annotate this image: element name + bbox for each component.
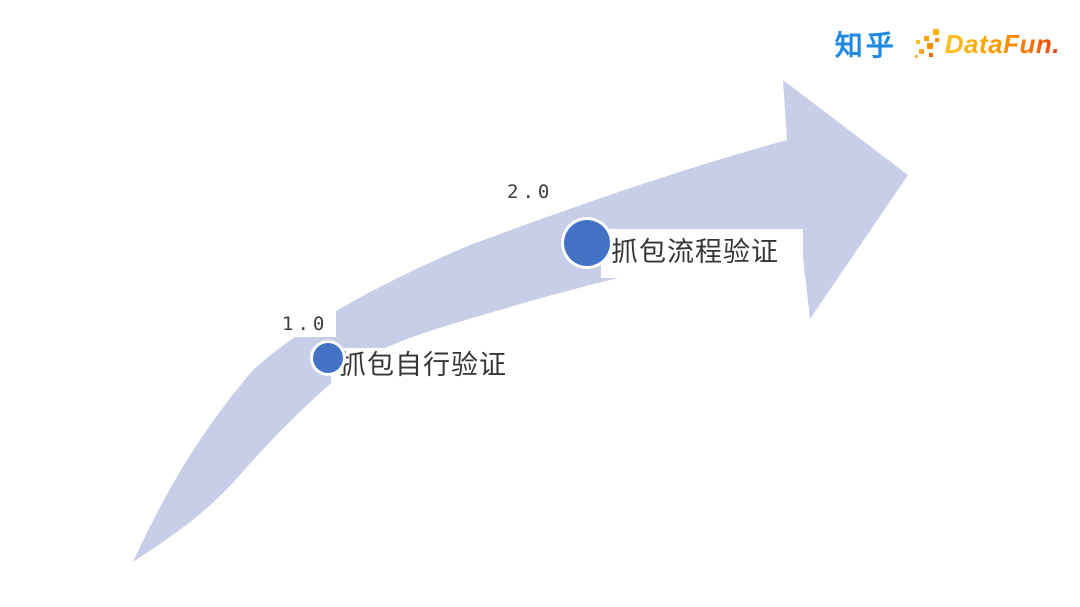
logo-bar: 知乎 DataFun.: [835, 24, 1060, 64]
milestone-1-dot: [313, 343, 343, 373]
milestone-1-version-label: 1.0: [274, 311, 337, 337]
datafun-logo-text: DataFun.: [944, 28, 1060, 59]
datafun-dots-icon: [914, 29, 939, 58]
milestone-1-label: 抓包自行验证: [331, 348, 517, 387]
milestone-2-dot: [564, 220, 610, 266]
milestone-2-label: 抓包流程验证: [601, 229, 803, 278]
growth-arrow-shape: [133, 80, 908, 562]
milestone-2-version-label: 2.0: [499, 179, 562, 205]
zhihu-logo: 知乎: [834, 30, 897, 61]
datafun-logo: DataFun.: [913, 26, 1060, 62]
